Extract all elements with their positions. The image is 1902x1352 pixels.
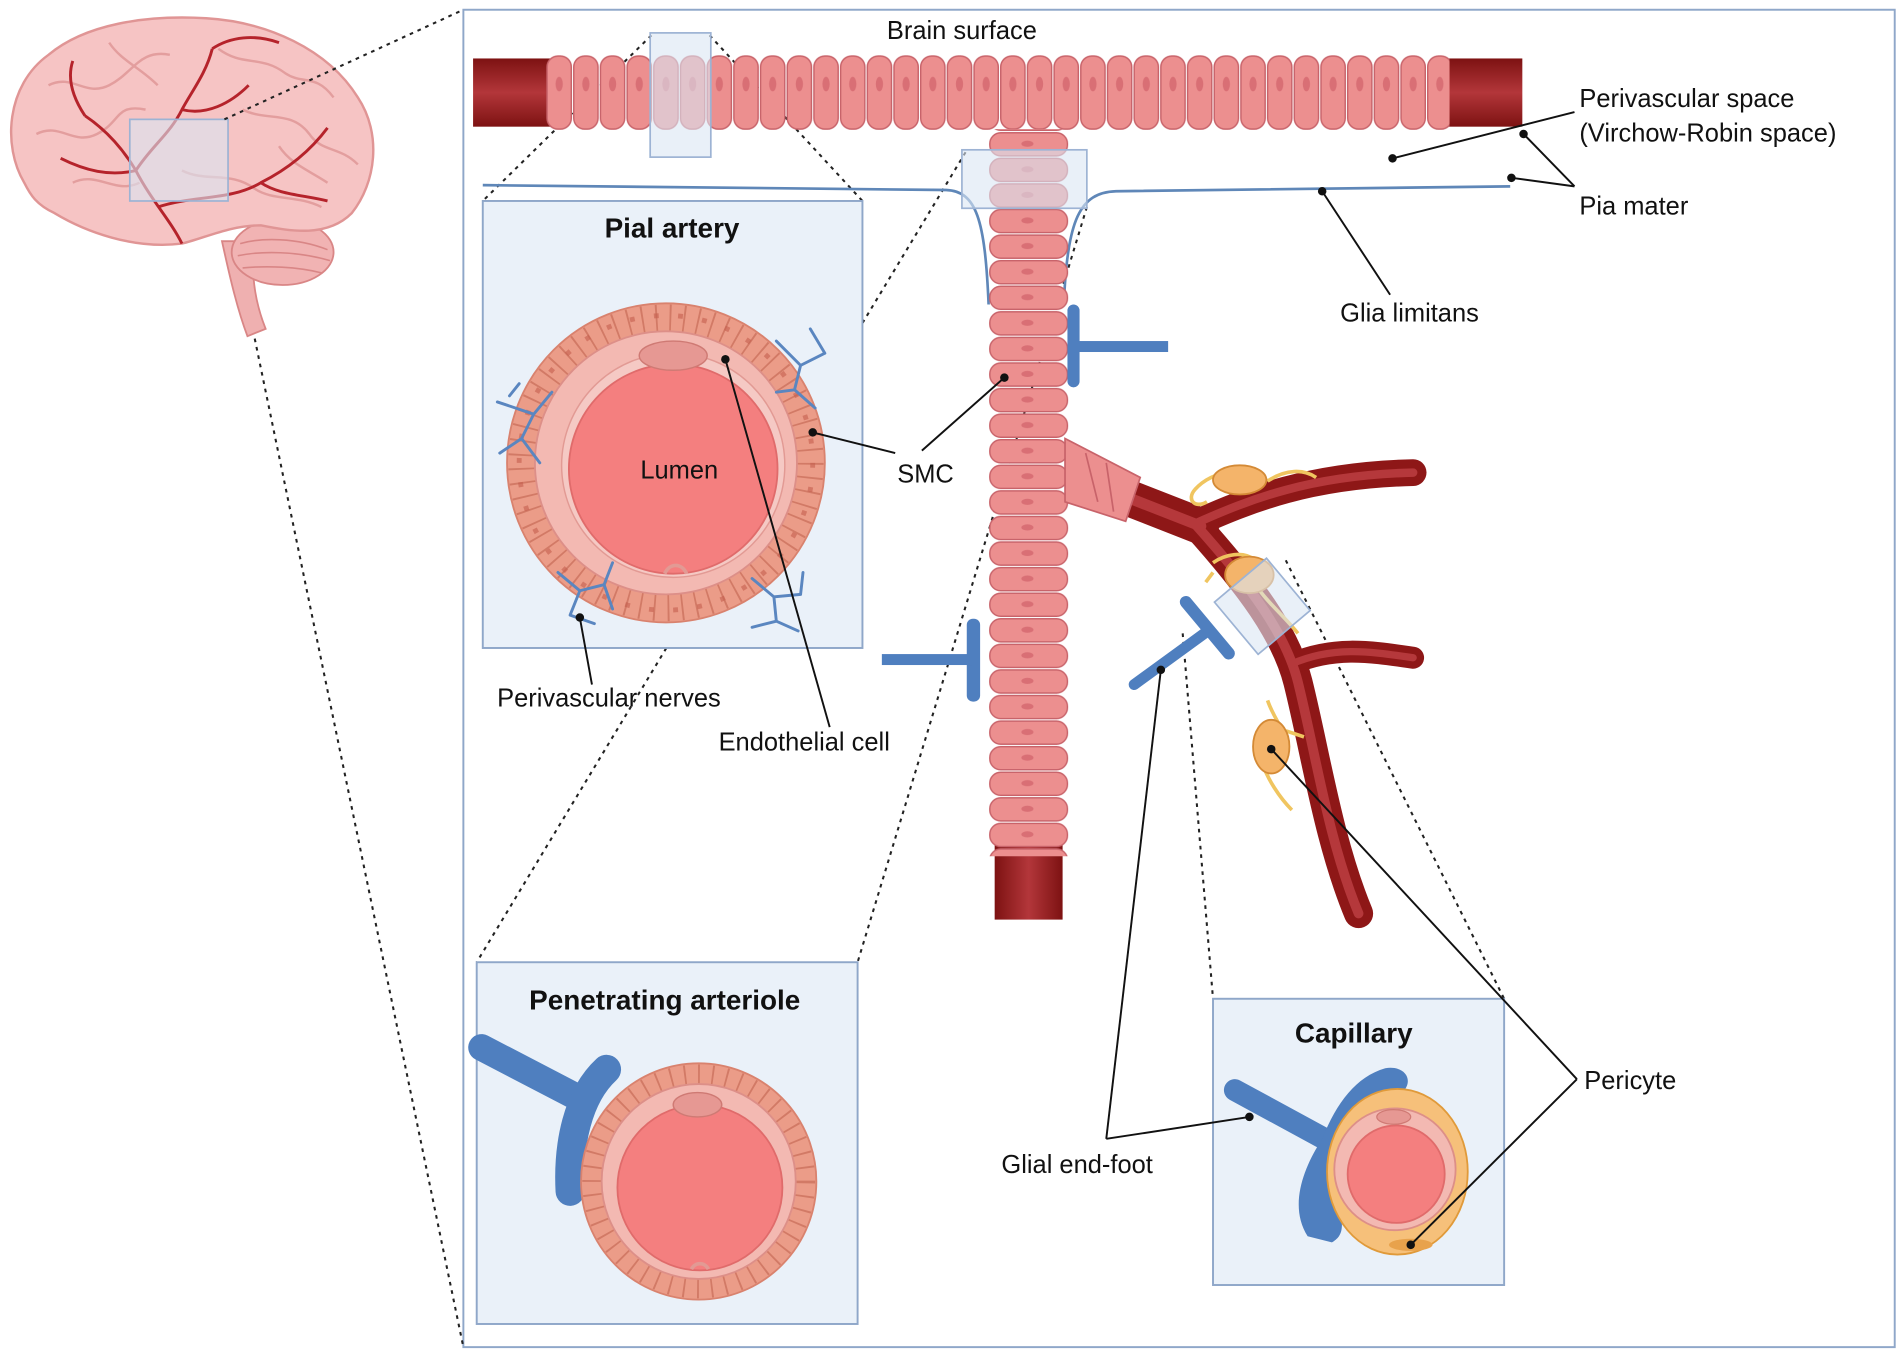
brain-zoom-region [128, 118, 229, 202]
arteriole-glia-end-foot [555, 1054, 622, 1206]
glial-end-foot-3 [1128, 595, 1235, 691]
pial-artery-vessel [473, 54, 1523, 131]
label-pointers [575, 111, 1578, 1250]
capillary-glia-process [1223, 1079, 1336, 1150]
pia-mater-line [482, 183, 990, 305]
glia-limitans-label: Glia limitans [1340, 300, 1479, 328]
capillary-glia-end-foot [1298, 1067, 1408, 1243]
penetrating-arteriole-title: Penetrating arteriole [529, 985, 800, 1016]
penetrating-arteriole-panel: Penetrating arteriole [468, 961, 859, 1325]
pial-artery-cross-section [506, 302, 826, 624]
glial-end-foot-2 [881, 618, 981, 702]
arteriole-glia-process [468, 1034, 594, 1113]
pericyte-1 [1189, 464, 1318, 507]
capillary-title: Capillary [1295, 1018, 1413, 1049]
smc-label: SMC [897, 460, 954, 488]
capillary-zoom-region [1213, 557, 1312, 656]
endothelial-nucleus [638, 340, 708, 372]
virchow-robin-label: (Virchow-Robin space) [1579, 119, 1836, 147]
perivascular-nerves [495, 327, 827, 633]
pericyte-label: Pericyte [1584, 1067, 1676, 1095]
arteriole-cross-section [580, 1062, 818, 1301]
brain-gyri [35, 41, 359, 209]
pial-artery-title: Pial artery [605, 212, 740, 243]
pia-mater-label: Pia mater [1579, 192, 1688, 220]
penetrating-arteriole-vessel [988, 129, 1142, 920]
pial-artery-zoom-region [649, 32, 712, 158]
endothelial-cell-label: Endothelial cell [719, 728, 890, 756]
perivascular-space-label: Perivascular space [1579, 85, 1794, 113]
glial-end-foot-1 [1067, 304, 1169, 388]
capillary-cross-section [1326, 1087, 1469, 1256]
lumen-label: Lumen [640, 457, 718, 485]
glial-end-foot-label: Glial end-foot [1001, 1151, 1152, 1179]
capillary-panel: Capillary [1212, 997, 1506, 1286]
perivascular-nerves-label: Perivascular nerves [497, 684, 721, 712]
brain-surface-label: Brain surface [887, 17, 1037, 45]
brain-illustration [9, 16, 375, 338]
arteriole-zoom-region [961, 148, 1088, 210]
pial-artery-panel: Pial artery Lumen [481, 199, 864, 649]
